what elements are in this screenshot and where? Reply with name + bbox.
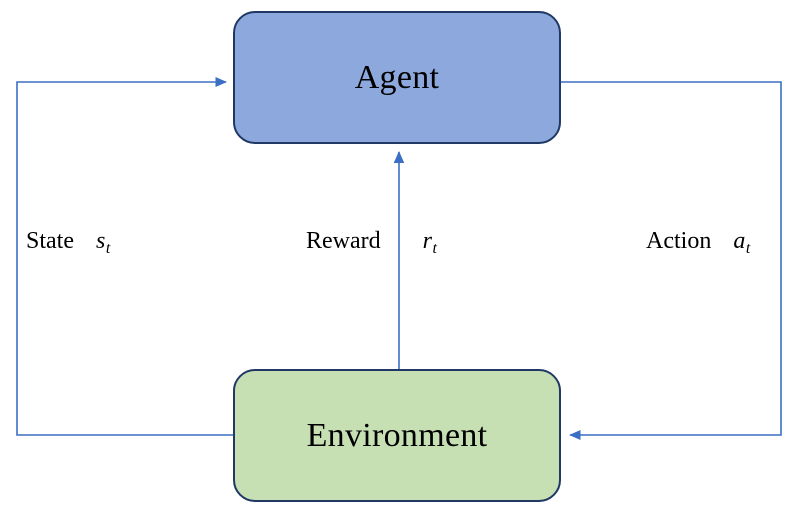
environment-node-label: Environment: [306, 416, 488, 454]
action-symbol-base: a: [733, 228, 746, 254]
reward-symbol-subscript: t: [432, 240, 437, 258]
reward-edge-label: Reward rt: [306, 228, 437, 258]
state-connector: [16, 76, 233, 436]
state-label-symbol: st: [96, 228, 111, 258]
environment-node[interactable]: Environment: [233, 369, 561, 502]
state-symbol-base: s: [96, 228, 106, 254]
reward-label-word: Reward: [306, 228, 381, 254]
reward-symbol-base: r: [422, 228, 432, 254]
action-label-word: Action: [646, 228, 712, 254]
agent-node[interactable]: Agent: [233, 11, 561, 144]
action-symbol-subscript: t: [745, 240, 751, 258]
action-connector: [561, 81, 782, 441]
state-edge-label: State st: [26, 228, 111, 258]
reward-label-symbol: rt: [422, 228, 437, 258]
agent-node-label: Agent: [354, 58, 440, 96]
action-label-symbol: at: [733, 228, 751, 258]
state-label-word: State: [26, 228, 74, 254]
action-edge-label: Action at: [646, 228, 751, 258]
state-symbol-subscript: t: [105, 240, 111, 258]
